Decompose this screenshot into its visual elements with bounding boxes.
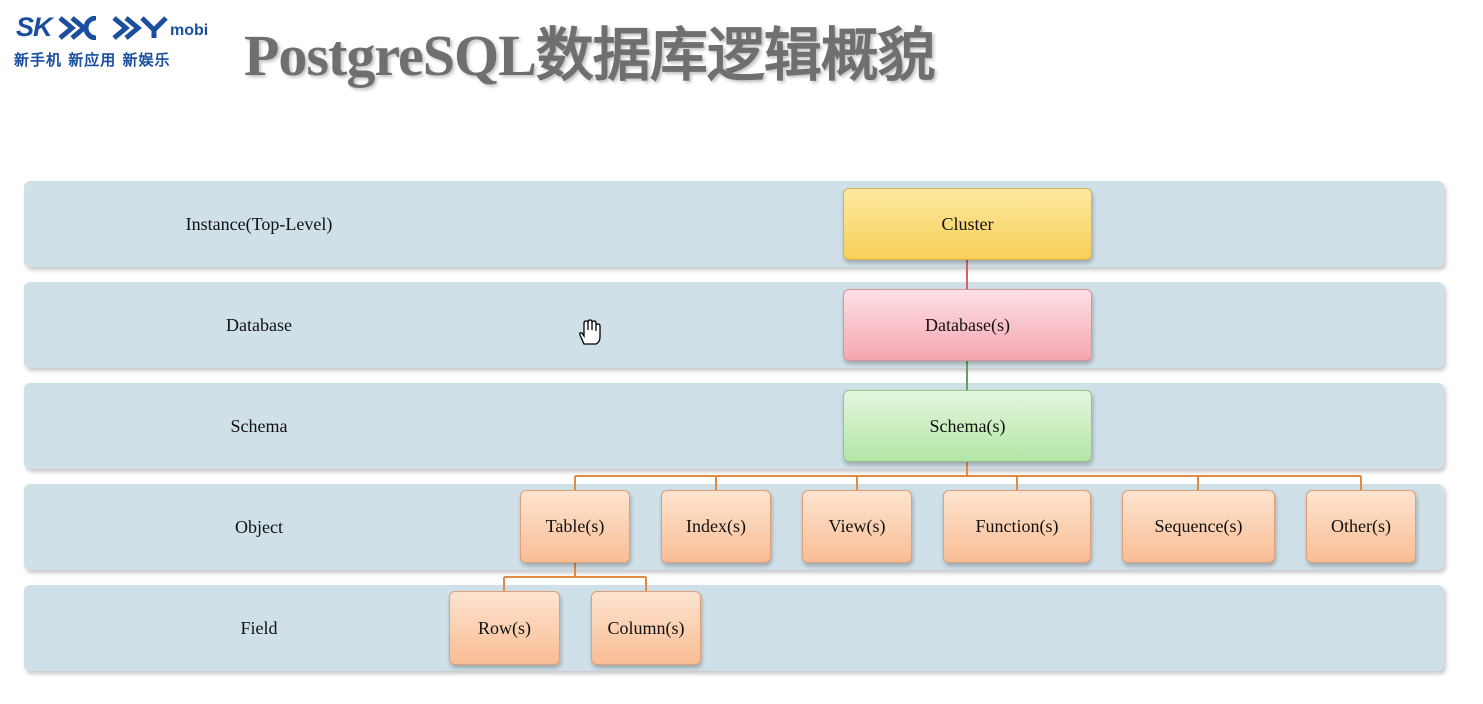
level-label-instance: Instance(Top-Level): [185, 213, 333, 234]
node-object-sequence: Sequence(s): [1122, 490, 1275, 563]
node-cluster: Cluster: [843, 188, 1092, 260]
level-label-schema: Schema: [230, 415, 288, 436]
level-band-instance: Instance(Top-Level): [24, 181, 1444, 267]
level-label-field: Field: [240, 617, 278, 638]
logo-suffix: mobi: [170, 22, 209, 39]
brand-logo: SK mobi 新手机 新应用 新娱乐: [14, 12, 214, 72]
level-band-database: Database: [24, 282, 1444, 368]
hand-cursor-icon: [579, 319, 601, 345]
node-object-view: View(s): [802, 490, 912, 563]
logo-chevrons-icon: [58, 16, 168, 40]
node-database: Database(s): [843, 289, 1092, 361]
node-schema: Schema(s): [843, 390, 1092, 462]
level-band-field: Field: [24, 585, 1444, 671]
level-label-object: Object: [235, 516, 283, 537]
level-band-schema: Schema: [24, 383, 1444, 469]
node-object-function: Function(s): [943, 490, 1091, 563]
node-object-table: Table(s): [520, 490, 630, 563]
node-field-column: Column(s): [591, 591, 701, 665]
connector-schema-objects: [574, 462, 1362, 491]
page-title: PostgreSQL数据库逻辑概貌: [244, 23, 936, 88]
level-label-database: Database: [226, 314, 292, 335]
logo-brand-text: SK: [16, 12, 53, 42]
logo-tagline: 新手机 新应用 新娱乐: [14, 51, 171, 69]
node-object-other: Other(s): [1306, 490, 1416, 563]
connector-table-fields: [503, 563, 647, 592]
node-object-index: Index(s): [661, 490, 771, 563]
node-field-row: Row(s): [449, 591, 560, 665]
